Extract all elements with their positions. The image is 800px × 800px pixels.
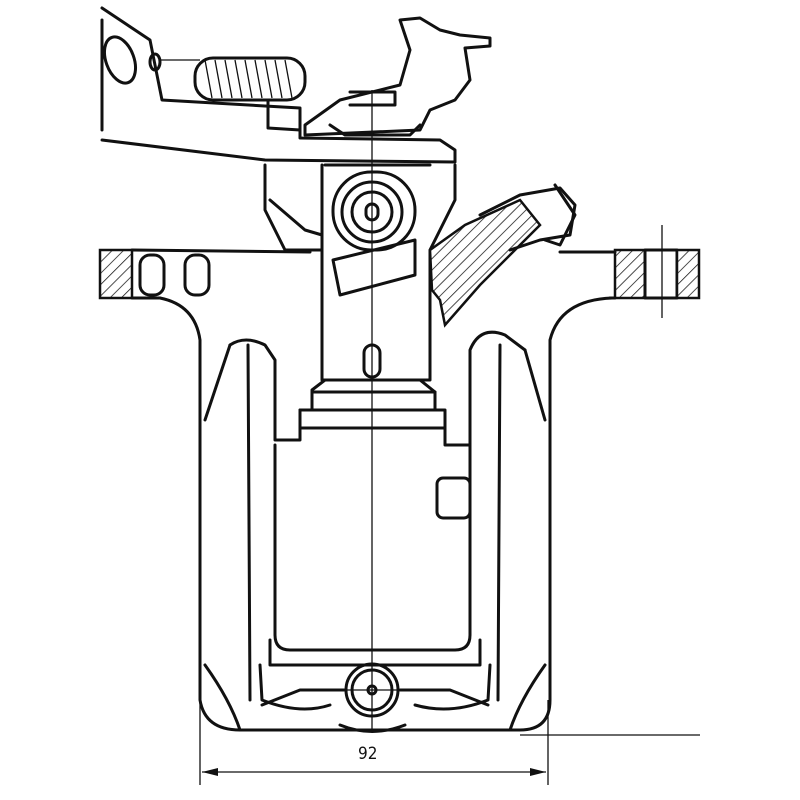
dimension-label: 92: [358, 744, 378, 764]
handbrake-lever: [100, 6, 492, 164]
caliper-housing-outer: [158, 296, 614, 733]
return-spring: [193, 56, 307, 102]
mounting-ear-left: [98, 248, 312, 300]
piston-bore: [330, 662, 414, 718]
width-dimension: [199, 700, 700, 785]
caliper-housing-upper: [263, 163, 457, 430]
bleed-valve: [428, 183, 577, 328]
